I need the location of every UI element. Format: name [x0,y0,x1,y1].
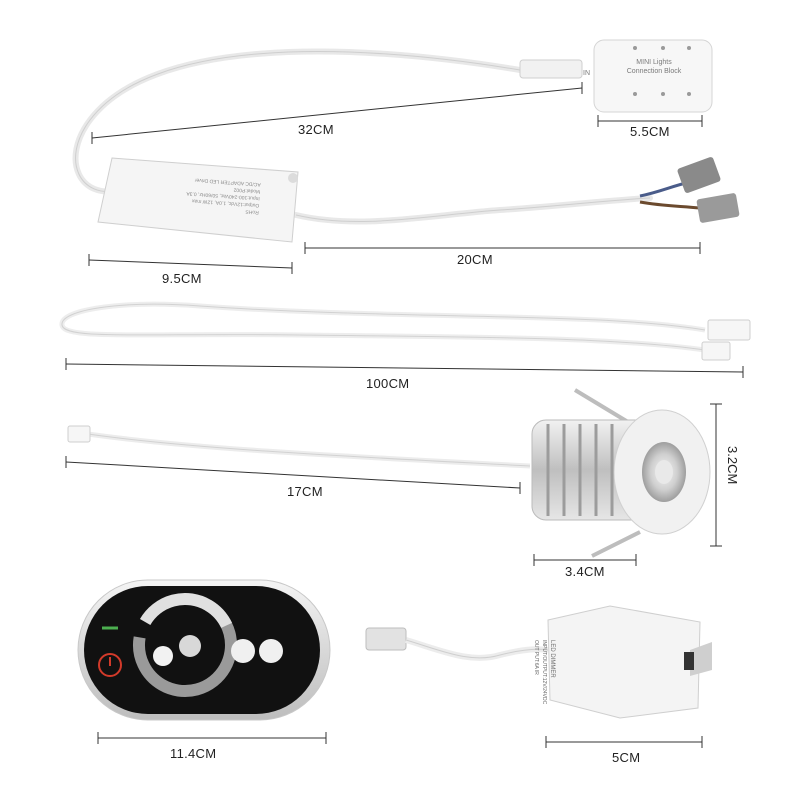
dim-connection-block-cable: 32CM [298,122,334,137]
brightness-up-icon [259,639,283,663]
dim-remote-width: 11.4CM [170,746,217,761]
dim-light-cable: 17CM [287,484,323,499]
led-driver-group [97,157,740,243]
led-dimmer [547,605,701,719]
mini-spot-light-group [67,388,711,558]
connection-block-group [72,39,713,195]
dim-light-height: 3.2CM [725,446,740,485]
dim-driver-cable: 20CM [457,252,493,267]
dimmer-title: LED DIMMER [549,640,555,678]
dim-light-width: 3.4CM [565,564,605,579]
dim-driver-width: 9.5CM [162,271,202,286]
dimmer-line2: OUT PUT:6A IR [533,640,539,675]
dim-extension-cable: 100CM [366,376,410,391]
spot-light [531,409,711,535]
dim-connection-block-width: 5.5CM [630,124,670,139]
dim-dimmer-width: 5CM [612,750,641,765]
connection-block-port-label: IN [583,70,590,77]
led-driver [97,157,299,243]
led-dimmer-group [365,605,712,719]
dimmer-print: LED DIMMER INPUT/OUTPUT:12V/24VDC OUT PU… [532,640,556,740]
connection-block-title-line2: Connection Block [626,68,682,75]
brightness-down-icon [231,639,255,663]
remote-control-group [77,579,331,721]
connection-block-title: MINI Lights Connection Block [622,58,686,76]
extension-cable [59,301,751,361]
power-icon [98,653,122,677]
dimmer-line1: INPUT/OUTPUT:12V/24VDC [541,640,547,705]
dimension-lines [65,82,744,748]
connection-block-title-line1: MINI Lights [636,59,672,66]
connection-block [593,39,713,113]
